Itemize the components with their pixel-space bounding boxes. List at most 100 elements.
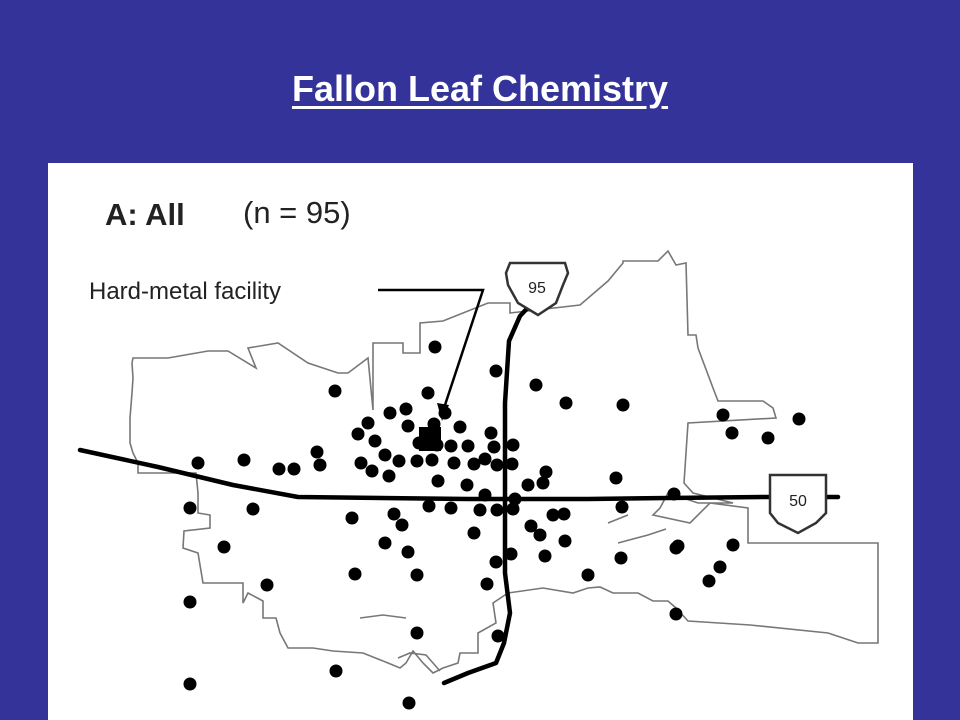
sample-point (667, 487, 681, 501)
sample-point (354, 456, 368, 470)
sample-points (183, 340, 806, 710)
sample-point (329, 664, 343, 678)
city-boundary (129, 249, 879, 674)
sample-point (237, 453, 251, 467)
sample-point (310, 445, 324, 459)
sample-point (614, 551, 628, 565)
sample-point (461, 439, 475, 453)
sample-point (467, 457, 481, 471)
sample-point (609, 471, 623, 485)
sample-point (538, 549, 552, 563)
sample-point (395, 518, 409, 532)
sample-point (421, 386, 435, 400)
sample-point (217, 540, 231, 554)
highway-95-shield: 95 (504, 261, 570, 317)
sample-point (489, 364, 503, 378)
highway-50-shield: 50 (768, 473, 828, 535)
sample-point (401, 545, 415, 559)
sample-point (428, 340, 442, 354)
map-panel: A: All (n = 95) Hard-metal facility 95 5… (48, 163, 913, 720)
sample-point (287, 462, 301, 476)
sample-point (365, 464, 379, 478)
sample-point (410, 626, 424, 640)
sample-point (427, 417, 441, 431)
sample-point (425, 453, 439, 467)
sample-map: A: All (n = 95) Hard-metal facility 95 5… (77, 195, 879, 710)
slide-title: Fallon Leaf Chemistry (291, 68, 669, 109)
sample-point (490, 458, 504, 472)
sample-point (246, 502, 260, 516)
sample-point (478, 452, 492, 466)
sample-point (792, 412, 806, 426)
sample-point (402, 696, 416, 710)
sample-point (504, 547, 518, 561)
facility-pointer-line (378, 288, 485, 409)
sample-point (453, 420, 467, 434)
sample-point (183, 595, 197, 609)
sample-point (506, 502, 520, 516)
sample-point (412, 436, 426, 450)
sample-point (671, 539, 685, 553)
sample-point (581, 568, 595, 582)
sample-point (272, 462, 286, 476)
sample-point (467, 526, 481, 540)
sample-point (191, 456, 205, 470)
sample-point (529, 378, 543, 392)
sample-point (761, 431, 775, 445)
sample-point (615, 500, 629, 514)
sample-point (521, 478, 535, 492)
sample-point (536, 476, 550, 490)
sample-point (487, 440, 501, 454)
sample-point (410, 454, 424, 468)
sample-point (260, 578, 274, 592)
sample-point (399, 402, 413, 416)
sample-point (490, 503, 504, 517)
highway-95-road (441, 297, 538, 686)
sample-point (558, 534, 572, 548)
boundary-detail-south (359, 614, 441, 672)
sample-point (473, 503, 487, 517)
sample-point (702, 574, 716, 588)
sample-point (539, 465, 553, 479)
highway-50-label: 50 (789, 493, 807, 510)
sample-point (489, 555, 503, 569)
sample-point (505, 457, 519, 471)
sample-point (328, 384, 342, 398)
panel-label: A: All (105, 197, 185, 232)
sample-point (559, 396, 573, 410)
sample-point (546, 508, 560, 522)
sample-point (524, 519, 538, 533)
sample-point (392, 454, 406, 468)
boundary-detail-east (607, 514, 667, 544)
sample-point (383, 406, 397, 420)
facility-label: Hard-metal facility (89, 278, 281, 305)
sample-point (183, 677, 197, 691)
sample-point (351, 427, 365, 441)
sample-point (361, 416, 375, 430)
sample-point (431, 474, 445, 488)
sample-point (484, 426, 498, 440)
sample-point (444, 501, 458, 515)
sample-point (345, 511, 359, 525)
sample-point (410, 568, 424, 582)
sample-point (438, 406, 452, 420)
sample-point (491, 629, 505, 643)
sample-point (382, 469, 396, 483)
sample-point (533, 528, 547, 542)
sample-point (557, 507, 571, 521)
sample-point (183, 501, 197, 515)
sample-point (713, 560, 727, 574)
sample-point (430, 438, 444, 452)
sample-point (447, 456, 461, 470)
highway-50-road (77, 447, 841, 502)
sample-point (378, 448, 392, 462)
sample-point (460, 478, 474, 492)
sample-point (378, 536, 392, 550)
sample-point (348, 567, 362, 581)
sample-point (478, 488, 492, 502)
sample-point (313, 458, 327, 472)
sample-point (725, 426, 739, 440)
sample-point (368, 434, 382, 448)
sample-point (506, 438, 520, 452)
sample-count-label: (n = 95) (243, 195, 351, 230)
